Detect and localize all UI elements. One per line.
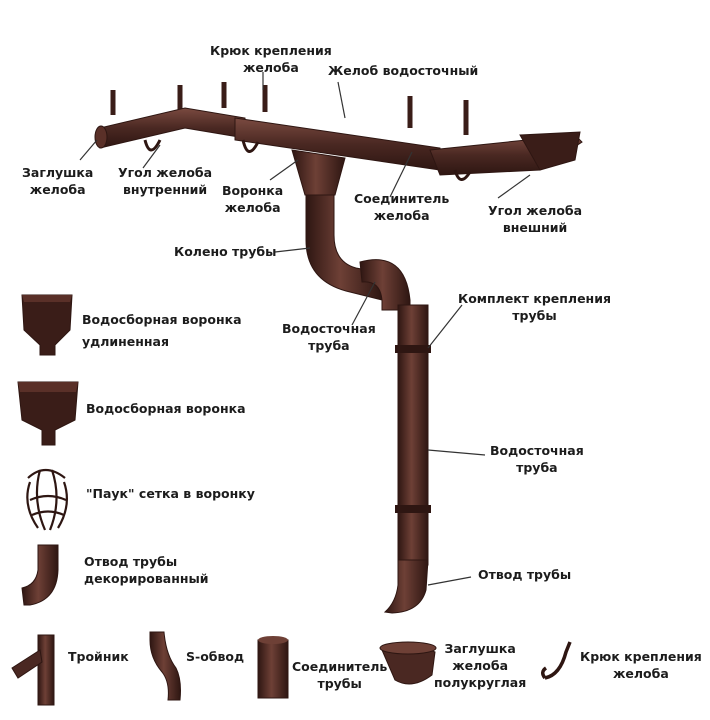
label-line: Желоб водосточный — [328, 63, 479, 78]
label-pipe-outlet: Отвод трубы — [478, 566, 571, 583]
label-gutter: Желоб водосточный — [328, 62, 478, 79]
downpipe — [305, 194, 431, 614]
label-line: труба — [308, 338, 350, 353]
gutter-funnel — [291, 149, 346, 196]
legend-round-cap: Заглушка желоба полукруглая — [434, 640, 526, 691]
label-line: Комплект крепления — [458, 291, 611, 306]
label-line: трубы — [317, 676, 362, 691]
pipe-outlet-shoe — [383, 559, 429, 614]
label-line: внутренний — [122, 182, 208, 197]
label-line: труба — [516, 460, 558, 475]
label-line: желоба — [224, 200, 281, 215]
label-pipe-elbow: Колено трубы — [174, 243, 276, 260]
label-line: полукруглая — [434, 675, 527, 690]
label-line: Угол желоба — [118, 165, 213, 180]
label-gutter-connector: Соединитель желоба — [354, 190, 449, 224]
hopper-icon — [17, 381, 79, 446]
label-line: внешний — [502, 220, 568, 235]
label-funnel: Воронка желоба — [222, 182, 283, 216]
gutter-end-cap — [94, 125, 108, 149]
tee-icon — [11, 634, 55, 706]
label-line: Заглушка — [22, 165, 94, 180]
legend-icons — [11, 294, 572, 706]
label-line: желоба — [373, 208, 430, 223]
label-pipe-bracket-kit: Комплект крепления трубы — [458, 290, 611, 324]
label-outer-corner: Угол желоба внешний — [488, 202, 582, 236]
legend-hopper: Водосборная воронка — [86, 400, 246, 417]
main-gutter — [94, 107, 583, 181]
label-line: желоба — [242, 60, 299, 75]
label-line: желоба — [29, 182, 86, 197]
label-downpipe-lower: Водосточная труба — [490, 442, 584, 476]
label-line: Водосточная — [282, 321, 376, 336]
round-cap-icon — [379, 641, 437, 685]
label-line: Отвод трубы — [84, 554, 178, 569]
label-line: Соединитель — [354, 191, 450, 206]
label-line: трубы — [512, 308, 557, 323]
label-line: S-обвод — [186, 649, 245, 664]
legend-pipe-connector: Соединитель трубы — [292, 658, 387, 692]
label-line: Угол желоба — [488, 203, 583, 218]
label-line: желоба — [452, 658, 509, 673]
legend-long-hopper: Водосборная воронка удлиненная — [82, 309, 242, 353]
label-line: Тройник — [68, 649, 129, 664]
pipe-clamp — [395, 505, 431, 513]
gutter-outer-corner-end — [519, 131, 581, 171]
s-bend-icon — [149, 631, 181, 701]
label-line: Водосборная воронка — [86, 401, 246, 416]
pipe-clamp — [395, 345, 431, 353]
legend-hook: Крюк крепления желоба — [580, 648, 702, 682]
label-line: Воронка — [222, 183, 284, 198]
label-line: желоба — [612, 666, 669, 681]
label-line: Колено трубы — [174, 244, 277, 259]
label-line: Крюк крепления — [210, 43, 332, 58]
label-end-cap: Заглушка желоба — [22, 164, 93, 198]
legend-spider-mesh: "Паук" сетка в воронку — [86, 485, 255, 502]
vertical-pipe — [397, 304, 429, 566]
label-line: Соединитель — [292, 659, 388, 674]
decor-outlet-icon — [21, 544, 59, 606]
label-line: Заглушка — [444, 641, 516, 656]
leader-lines — [79, 72, 531, 586]
legend-tee: Тройник — [68, 648, 129, 665]
label-gutter-hook-top: Крюк крепления желоба — [210, 42, 332, 76]
label-line: удлиненная — [82, 334, 170, 349]
spider-mesh-icon — [26, 468, 69, 531]
gutter-hooks — [110, 82, 469, 135]
label-inner-corner: Угол желоба внутренний — [118, 164, 212, 198]
label-line: Водосточная — [490, 443, 584, 458]
legend-decor-outlet: Отвод трубы декорированный — [84, 553, 209, 587]
label-line: Водосборная воронка — [82, 312, 242, 327]
long-hopper-icon — [21, 294, 73, 356]
label-line: Отвод трубы — [478, 567, 572, 582]
pipe-connector-icon — [257, 636, 289, 699]
hook-icon — [541, 641, 572, 680]
label-line: декорированный — [84, 571, 209, 586]
label-line: Крюк крепления — [580, 649, 702, 664]
label-downpipe-upper: Водосточная труба — [282, 320, 376, 354]
gutter-left-run — [99, 107, 246, 149]
legend-s-bend: S-обвод — [186, 648, 244, 665]
label-line: "Паук" сетка в воронку — [86, 486, 255, 501]
